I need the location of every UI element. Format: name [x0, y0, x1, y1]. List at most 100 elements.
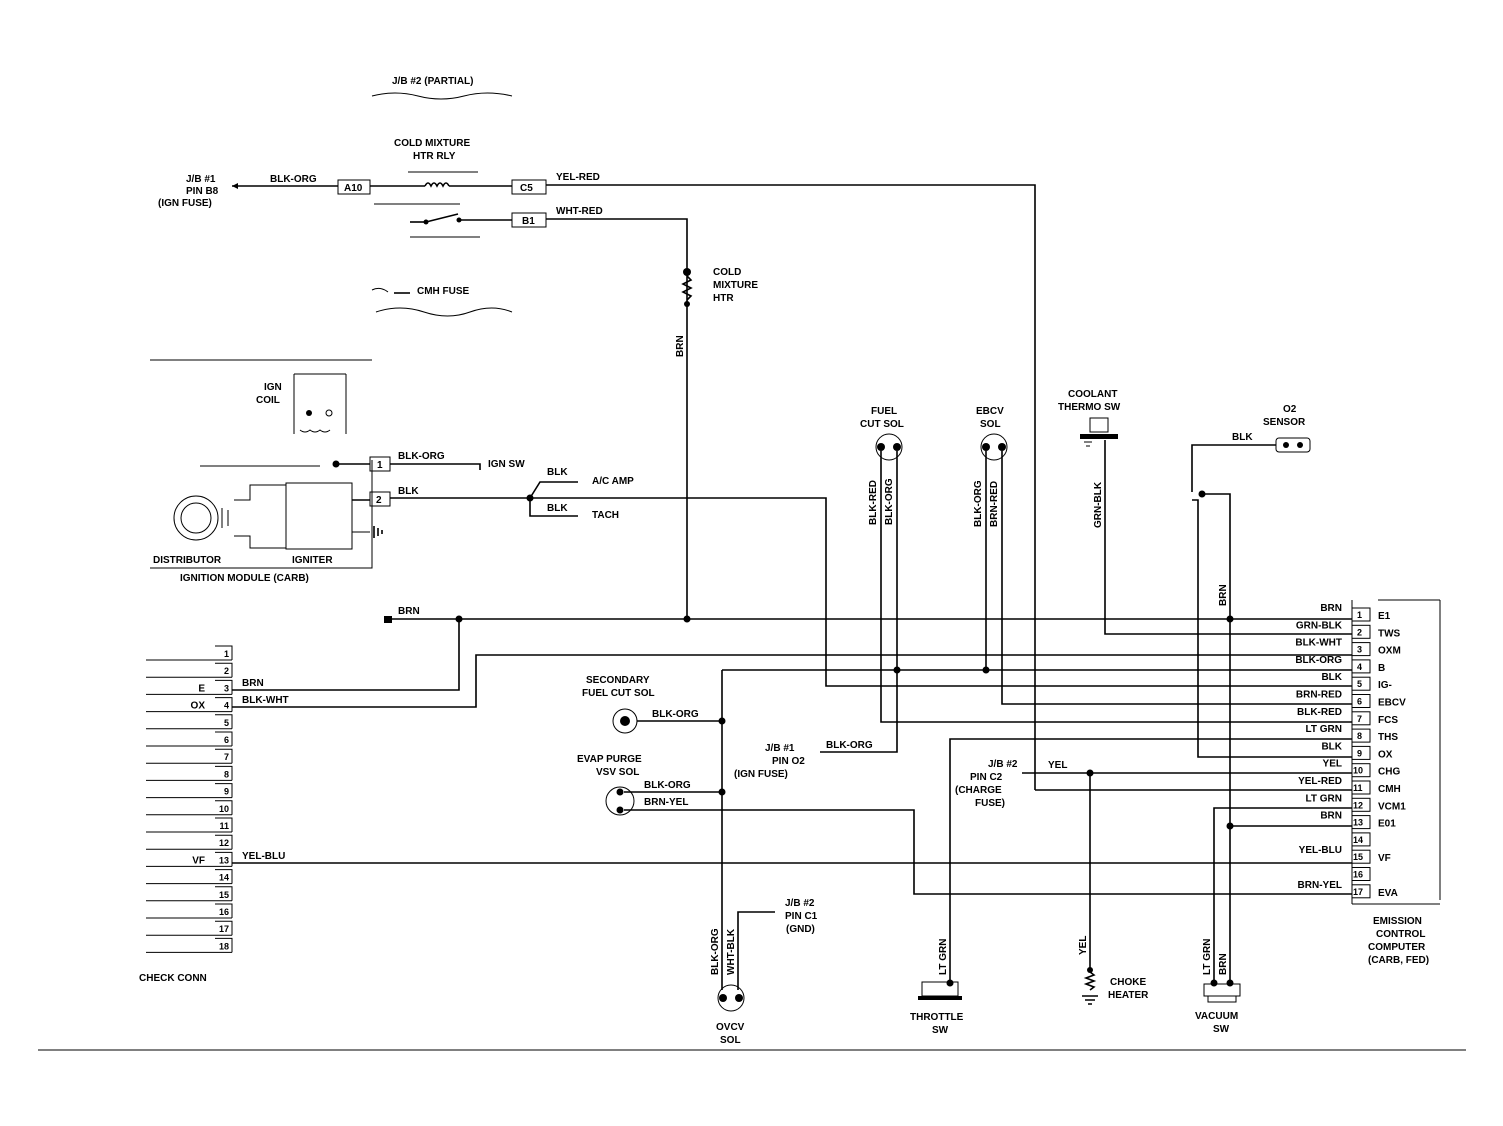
- vacuum-label-2: SW: [1213, 1024, 1230, 1035]
- relay-name-2: HTR RLY: [413, 151, 456, 162]
- ac-amp-label: A/C AMP: [592, 476, 634, 487]
- check-pin: 9: [146, 783, 233, 799]
- wire-label-brn-red-ebcv: BRN-RED: [989, 481, 1000, 527]
- check-pin-box: [215, 851, 233, 867]
- wire-lt-grn-vcm1: [1213, 807, 1352, 983]
- check-pin-number: 3: [224, 683, 229, 693]
- wire-label-blk-org-sec: BLK-ORG: [652, 709, 699, 720]
- connector-pin2-label: 2: [376, 495, 382, 506]
- ecc-pin-box: [1351, 745, 1371, 760]
- wire-blk-wht-oxm: [232, 654, 1352, 708]
- ebcv-label-2: SOL: [980, 419, 1001, 430]
- check-pin-name: E: [198, 683, 205, 694]
- check-pin-box: [215, 920, 233, 936]
- jb1-b8-1: J/B #1: [186, 174, 216, 185]
- check-pin-box: [215, 783, 233, 798]
- wire-label-wht-red: WHT-RED: [556, 206, 603, 217]
- ecc-pin-number: 17: [1353, 887, 1363, 897]
- ovcv-label-1: OVCV: [716, 1022, 745, 1033]
- fuel-cut-label-1: FUEL: [871, 406, 897, 417]
- ecc-pin-wire-label: GRN-BLK: [1296, 620, 1343, 631]
- ecc-pin-wire-label: YEL-RED: [1298, 776, 1342, 787]
- distributor-pickup: [221, 508, 229, 528]
- check-pin-box: [215, 886, 233, 901]
- relay-name-1: COLD MIXTURE: [394, 138, 470, 149]
- connector-b1-label: B1: [522, 216, 535, 227]
- ecc-pin-name: VF: [1378, 853, 1391, 864]
- connector-c5: [511, 179, 547, 195]
- wire-label-brn-yel-evap: BRN-YEL: [644, 797, 688, 808]
- ecc-pin-name: VCM1: [1378, 801, 1406, 812]
- check-pin-box: [215, 903, 233, 918]
- check-pin-number: 18: [219, 941, 229, 951]
- throttle-label-1: THROTTLE: [910, 1012, 964, 1023]
- coolant-label-1: COOLANT: [1068, 389, 1117, 400]
- igniter-label: IGNITER: [292, 555, 333, 566]
- arrow-b8: [232, 183, 238, 189]
- jb1-b8-2: PIN B8: [186, 186, 219, 197]
- check-pin: 10: [146, 800, 233, 816]
- connector-a10-label: A10: [344, 183, 363, 194]
- throttle-label-2: SW: [932, 1025, 949, 1036]
- ecc-pin-wire-label: BRN: [1320, 811, 1342, 822]
- ecc-pin-box: [1351, 797, 1371, 812]
- ecc-pin-name: E1: [1378, 611, 1391, 622]
- wire-blk-ig: [390, 497, 1352, 687]
- ground-terminal-brn: [384, 616, 392, 623]
- ecc-pin-box: [1351, 867, 1371, 881]
- jb1-o2-label-3: (IGN FUSE): [734, 769, 788, 780]
- check-pin-number: 13: [219, 855, 229, 865]
- ign-module-frame: [150, 460, 373, 569]
- ecc-pin-name: FCS: [1378, 715, 1398, 726]
- ebcv-sol-body: [980, 433, 1008, 461]
- check-pin: 1: [146, 645, 233, 661]
- sec-fuel-sol-term: [620, 716, 630, 726]
- check-pin-box: [215, 662, 233, 678]
- check-pin: 18: [146, 937, 233, 953]
- wire-blk-red-fcs: [880, 451, 1352, 723]
- jb2-c1-label-3: (GND): [786, 924, 815, 935]
- jb2-bottom-wave: [375, 307, 513, 317]
- wire-label-blk-ig: BLK: [398, 486, 419, 497]
- distributor-inner: [180, 502, 212, 534]
- ecc-pin-number: 4: [1357, 662, 1362, 672]
- ovcv-sol-term-1: [719, 994, 727, 1002]
- check-pin: 16: [146, 903, 233, 919]
- ecc-pin-box: [1351, 642, 1371, 657]
- cold-htr-resistor: [681, 275, 693, 301]
- ecc-pin-wire-label: BLK: [1321, 672, 1342, 683]
- wire-label-grn-blk: GRN-BLK: [1093, 481, 1104, 528]
- vacuum-term-1: [1210, 979, 1218, 987]
- check-pin-number: 9: [224, 787, 229, 797]
- vacuum-term-2: [1226, 979, 1234, 987]
- coolant-ground-icon: [1084, 441, 1092, 447]
- node-brn-2: [683, 615, 691, 623]
- o2-sensor-term-2: [1297, 442, 1303, 448]
- wire-lt-grn-ths: [949, 738, 1352, 983]
- ign-coil-frame: [293, 373, 347, 434]
- ecc-pin-wire-label: YEL-BLU: [1299, 845, 1342, 856]
- ebcv-label-1: EBCV: [976, 406, 1004, 417]
- ovcv-label-2: SOL: [720, 1035, 741, 1046]
- ecc-pin-wire-label: BLK-ORG: [1295, 655, 1342, 666]
- wire-label-yel-choke: YEL: [1078, 936, 1089, 955]
- cold-htr-top-terminal: [683, 268, 691, 276]
- vacuum-sw-body: [1203, 983, 1241, 997]
- wire-label-brn-gnd: BRN: [398, 606, 420, 617]
- wire-label-blk-ac: BLK: [547, 467, 568, 478]
- check-pin: 14: [146, 869, 233, 885]
- relay-switch-blade: [425, 213, 459, 223]
- ecc-pin-wire-label: BRN-YEL: [1298, 880, 1342, 891]
- throttle-term: [946, 979, 954, 987]
- connector-c5-label: C5: [520, 183, 533, 194]
- jb2-c1-label-2: PIN C1: [785, 911, 818, 922]
- ecc-label-2: CONTROL: [1376, 929, 1425, 940]
